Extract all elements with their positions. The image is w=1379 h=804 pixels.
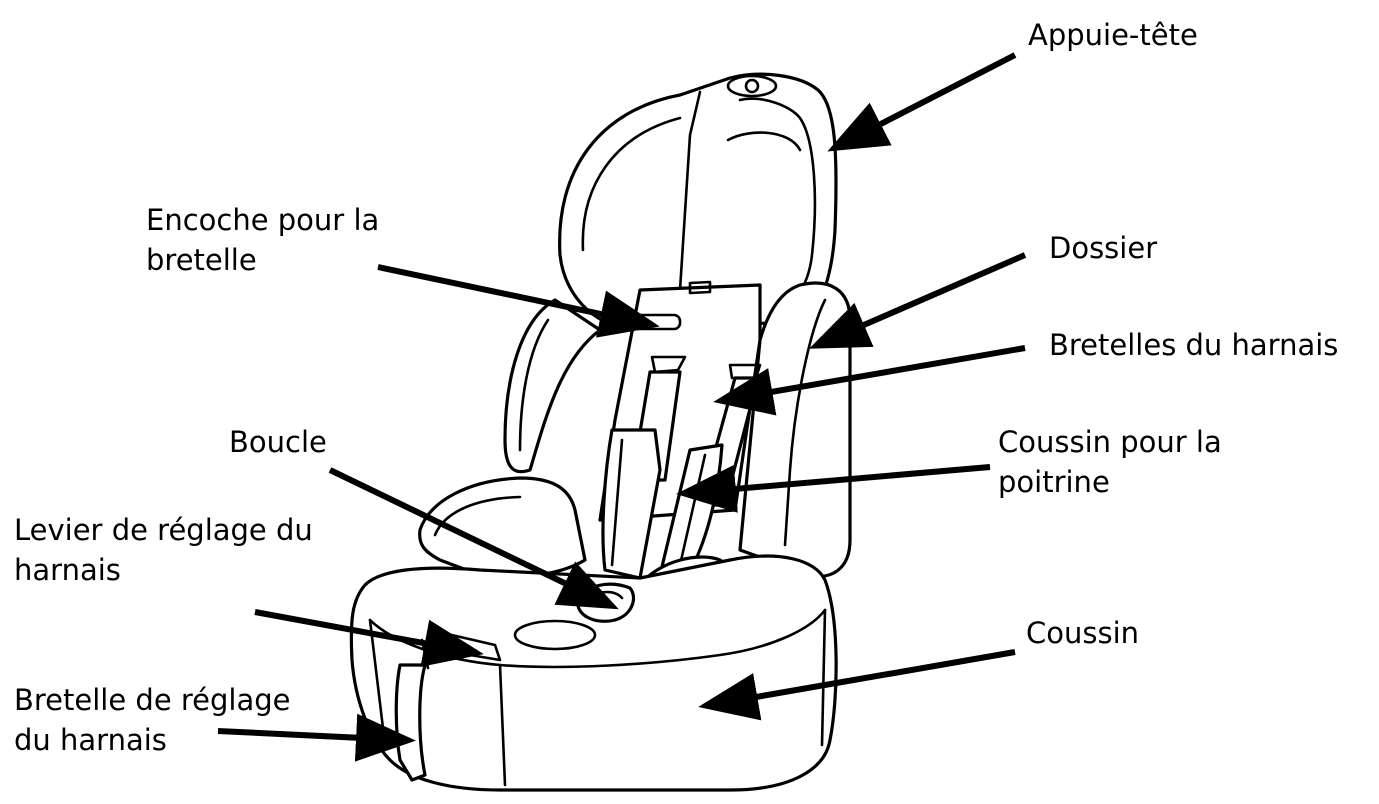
- arrow-dossier: [808, 252, 1027, 349]
- arrow-coussin: [698, 649, 1016, 721]
- arrow-boucle: [328, 467, 619, 610]
- arrow-levier: [254, 609, 484, 667]
- label-bretelle-reglage-line1: Bretelle de réglage: [14, 683, 291, 717]
- label-bretelle-reglage: Bretelle de réglage du harnais: [14, 680, 291, 760]
- label-encoche-line2: bretelle: [146, 243, 257, 277]
- arrow-appuie-tete: [827, 52, 1017, 152]
- label-levier-line2: harnais: [14, 553, 121, 587]
- label-boucle: Boucle: [229, 422, 327, 462]
- label-levier-line1: Levier de réglage du: [14, 513, 313, 547]
- label-dossier-text: Dossier: [1049, 231, 1158, 265]
- pointer-arrows: [217, 52, 1027, 762]
- label-bretelles-harnais: Bretelles du harnais: [1049, 325, 1338, 365]
- label-appuie-tete: Appuie-tête: [1028, 15, 1198, 55]
- label-bretelle-reglage-line2: du harnais: [14, 723, 167, 757]
- label-dossier: Dossier: [1049, 228, 1157, 268]
- label-bretelles-harnais-text: Bretelles du harnais: [1049, 328, 1339, 362]
- label-coussin-poitrine: Coussin pour la poitrine: [998, 422, 1222, 502]
- label-coussin-poitrine-line1: Coussin pour la: [998, 425, 1222, 459]
- label-appuie-tete-text: Appuie-tête: [1028, 18, 1198, 52]
- label-levier: Levier de réglage du harnais: [14, 510, 313, 590]
- label-boucle-text: Boucle: [229, 425, 327, 459]
- arrow-bretelles-harnais: [713, 345, 1026, 416]
- label-coussin: Coussin: [1026, 613, 1139, 653]
- label-encoche: Encoche pour la bretelle: [146, 200, 379, 280]
- label-coussin-text: Coussin: [1026, 616, 1140, 650]
- arrow-encoche: [377, 264, 660, 338]
- arrow-coussin-poitrine: [676, 464, 991, 513]
- label-encoche-line1: Encoche pour la: [146, 203, 380, 237]
- arrow-bretelle-reglage: [217, 713, 416, 762]
- label-coussin-poitrine-line2: poitrine: [998, 465, 1110, 499]
